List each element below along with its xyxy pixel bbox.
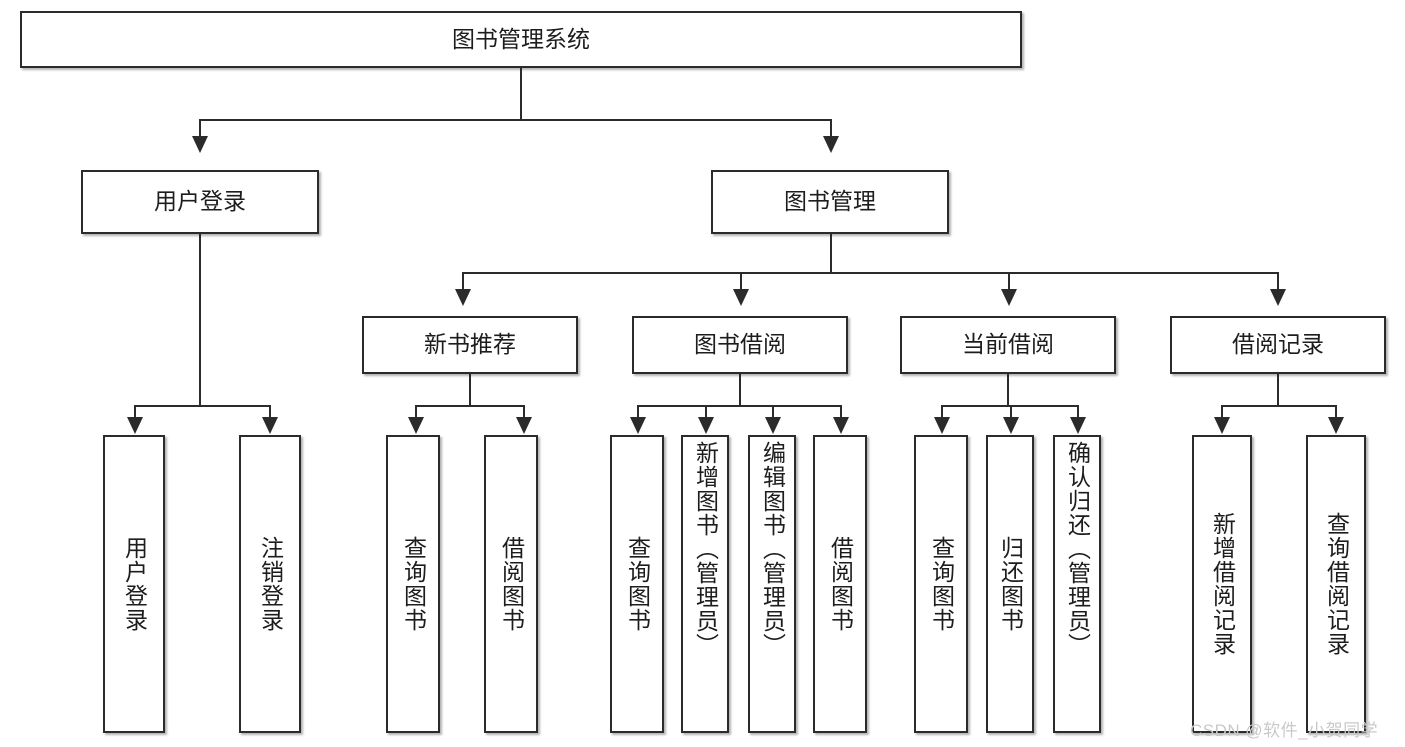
arrowhead-leaf-query-borrow-record (1328, 417, 1344, 434)
csdn-watermark: CSDN @软件_小贺同学 (1190, 721, 1379, 740)
node-new-book-recommend[interactable]: 新书推荐 (362, 316, 578, 374)
node-root-book-management-system[interactable]: 图书管理系统 (20, 11, 1022, 68)
node-label: 归还图书 (997, 536, 1024, 632)
node-label: 借阅图书 (498, 536, 525, 632)
leaf-add-borrow-record[interactable]: 新增借阅记录 (1192, 435, 1252, 733)
arrowhead-leaf-user-login (127, 417, 143, 434)
arrowhead-leaf-confirm-return-admin (1070, 417, 1086, 434)
arrowhead-to-user-login (192, 136, 208, 153)
node-label: 新增图书（管理员） (692, 441, 719, 657)
node-label: 借阅图书 (827, 536, 854, 632)
connector-root-to-user-login (199, 119, 201, 138)
node-label: 借阅记录 (1232, 331, 1324, 358)
node-label: 查询图书 (400, 536, 427, 632)
arrowhead-to-current-borrow (1001, 289, 1017, 306)
connector-new-book-recommend-stem (469, 374, 471, 406)
connector-cb-drop-1 (941, 405, 943, 419)
connector-book-management-stem (830, 234, 832, 273)
connector-root-to-book-management (830, 119, 832, 138)
node-label: 新书推荐 (424, 331, 516, 358)
arrowhead-leaf-query-book-1 (408, 417, 424, 434)
connector-new-book-recommend-bus (415, 405, 525, 407)
leaf-add-book-admin[interactable]: 新增图书（管理员） (681, 435, 729, 733)
connector-bb-drop-3 (772, 405, 774, 419)
leaf-borrow-book-recommend[interactable]: 借阅图书 (484, 435, 538, 733)
connector-borrow-record-bus (1221, 405, 1335, 407)
connector-root-bus (199, 119, 832, 121)
arrowhead-leaf-return-book (1003, 417, 1019, 434)
connector-cb-drop-3 (1077, 405, 1079, 419)
connector-nbr-right-drop (523, 405, 525, 419)
arrowhead-leaf-query-book-3 (934, 417, 950, 434)
node-borrow-record[interactable]: 借阅记录 (1170, 316, 1386, 374)
node-label: 图书借阅 (694, 331, 786, 358)
node-label: 查询图书 (928, 536, 955, 632)
connector-borrow-record-stem (1277, 374, 1279, 406)
arrowhead-leaf-user-logout (262, 417, 278, 434)
arrowhead-to-new-book-recommend (455, 289, 471, 306)
connector-root-stem (520, 68, 522, 120)
connector-br-right-drop (1335, 405, 1337, 419)
node-label: 当前借阅 (962, 331, 1054, 358)
connector-bb-drop-4 (840, 405, 842, 419)
arrowhead-leaf-add-book-admin (698, 417, 714, 434)
node-label: 用户登录 (121, 536, 148, 632)
connector-user-login-bus (134, 405, 269, 407)
leaf-borrow-book-borrow[interactable]: 借阅图书 (813, 435, 867, 733)
leaf-user-login[interactable]: 用户登录 (103, 435, 165, 733)
arrowhead-to-book-borrow (733, 289, 749, 306)
node-label: 注销登录 (257, 536, 284, 632)
arrowhead-leaf-query-book-2 (630, 417, 646, 434)
node-label: 确认归还（管理员） (1064, 441, 1091, 657)
arrowhead-leaf-borrow-book-1 (516, 417, 532, 434)
connector-bb-drop-1 (637, 405, 639, 419)
leaf-query-book-current[interactable]: 查询图书 (914, 435, 968, 733)
connector-book-borrow-bus (637, 405, 842, 407)
connector-to-borrow-record (1277, 272, 1279, 290)
connector-bb-drop-2 (705, 405, 707, 419)
node-label: 图书管理 (784, 188, 876, 215)
node-label: 查询图书 (624, 536, 651, 632)
connector-to-new-book-recommend (462, 272, 464, 290)
node-label: 新增借阅记录 (1209, 512, 1236, 656)
node-label: 编辑图书（管理员） (759, 441, 786, 657)
leaf-confirm-return-admin[interactable]: 确认归还（管理员） (1053, 435, 1101, 733)
node-user-login[interactable]: 用户登录 (81, 170, 319, 234)
connector-to-current-borrow (1008, 272, 1010, 290)
connector-user-login-right-drop (269, 405, 271, 419)
leaf-edit-book-admin[interactable]: 编辑图书（管理员） (748, 435, 796, 733)
node-book-borrow[interactable]: 图书借阅 (632, 316, 848, 374)
connector-br-left-drop (1221, 405, 1223, 419)
connector-book-management-bus (462, 272, 1279, 274)
leaf-query-borrow-record[interactable]: 查询借阅记录 (1306, 435, 1366, 733)
node-current-borrow[interactable]: 当前借阅 (900, 316, 1116, 374)
connector-nbr-left-drop (415, 405, 417, 419)
connector-cb-drop-2 (1010, 405, 1012, 419)
leaf-user-logout[interactable]: 注销登录 (239, 435, 301, 733)
arrowhead-to-book-management (823, 136, 839, 153)
node-label: 查询借阅记录 (1323, 512, 1350, 656)
connector-user-login-stem (199, 234, 201, 406)
leaf-query-book-borrow[interactable]: 查询图书 (610, 435, 664, 733)
arrowhead-to-borrow-record (1270, 289, 1286, 306)
connector-book-borrow-stem (739, 374, 741, 406)
node-book-management[interactable]: 图书管理 (711, 170, 949, 234)
connector-current-borrow-stem (1007, 374, 1009, 406)
node-label: 用户登录 (154, 188, 246, 215)
arrowhead-leaf-borrow-book-2 (833, 417, 849, 434)
leaf-query-book-recommend[interactable]: 查询图书 (386, 435, 440, 733)
connector-to-book-borrow (740, 272, 742, 290)
leaf-return-book[interactable]: 归还图书 (986, 435, 1034, 733)
connector-user-login-left-drop (134, 405, 136, 419)
arrowhead-leaf-add-borrow-record (1214, 417, 1230, 434)
node-label: 图书管理系统 (452, 25, 590, 52)
arrowhead-leaf-edit-book-admin (765, 417, 781, 434)
